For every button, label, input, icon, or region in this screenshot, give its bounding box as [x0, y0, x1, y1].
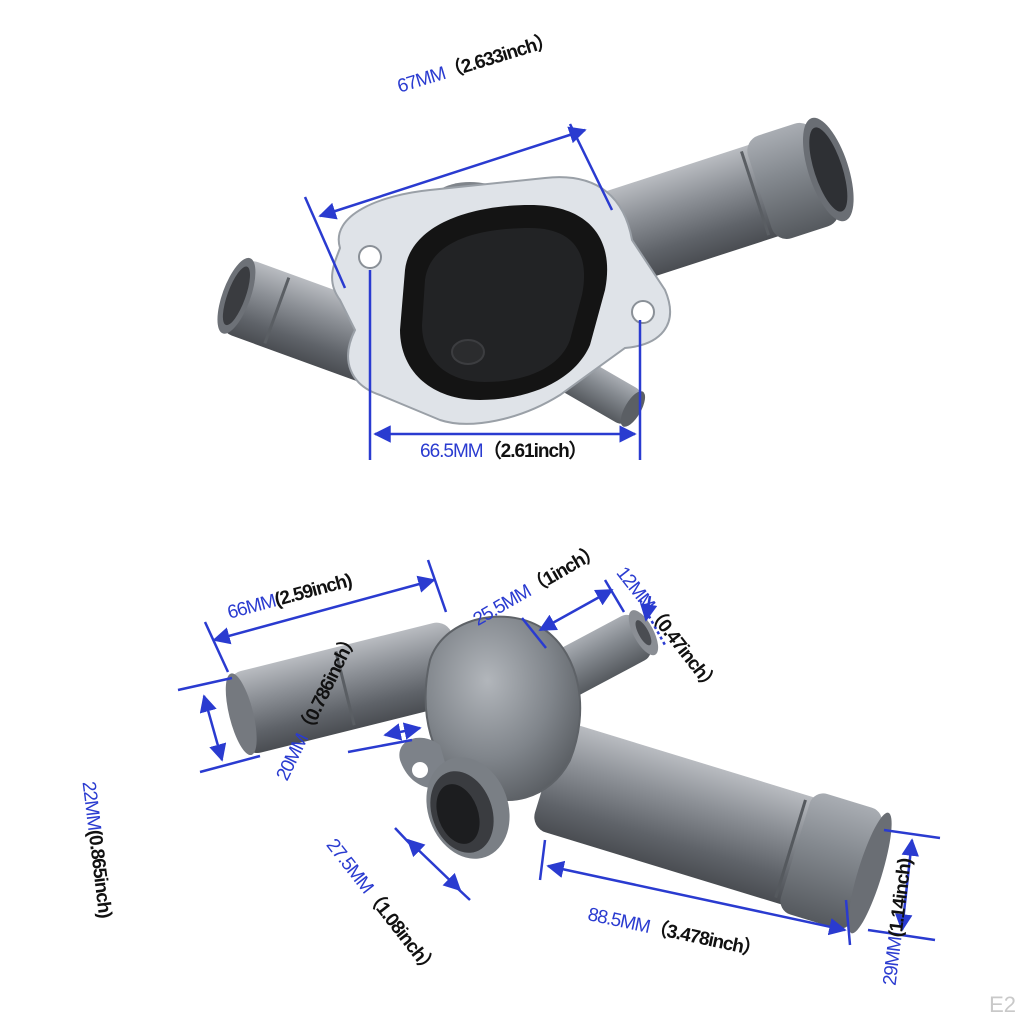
bottom-dimension-lines	[177, 559, 941, 946]
top-bottom-label: 66.5MM（2.61inch）	[420, 441, 588, 462]
bottom-housing	[225, 610, 892, 934]
bottom-left-pipe	[225, 622, 466, 756]
top-bottom-in: （2.61inch）	[482, 441, 588, 462]
bolt-hole-right	[631, 300, 655, 324]
top-bottom-mm: 66.5MM	[420, 441, 484, 462]
corner-mark: E2	[989, 992, 1016, 1017]
bottom-right-pipe	[534, 724, 892, 934]
bolt-hole-left	[358, 245, 382, 269]
bottom-front-port	[426, 757, 510, 859]
top-dimension-lines	[303, 123, 642, 460]
top-housing	[217, 117, 854, 427]
